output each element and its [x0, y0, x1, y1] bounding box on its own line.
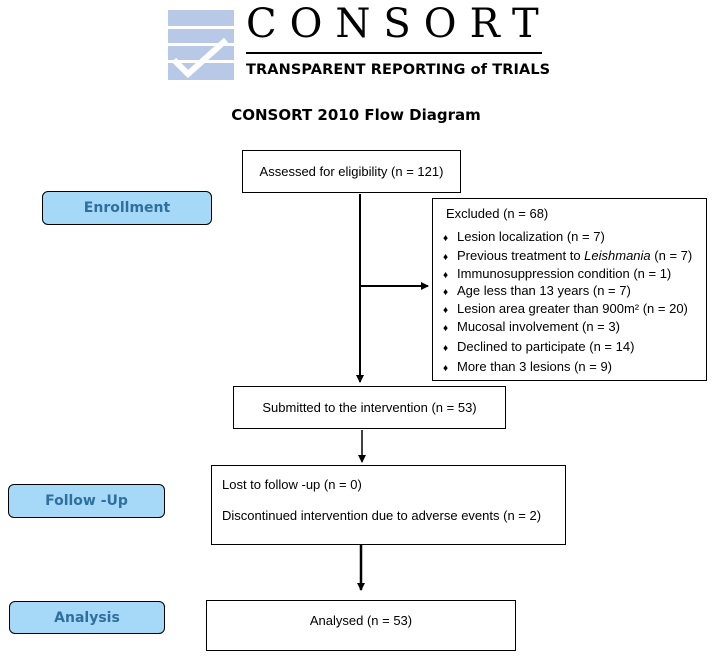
- bullet-icon: ♦: [443, 270, 449, 281]
- lost-to-follow-up: Lost to follow -up (n = 0): [222, 477, 362, 492]
- bullet-icon: ♦: [443, 287, 449, 298]
- bullet-icon: ♦: [443, 323, 449, 334]
- bullet-icon: ♦: [443, 252, 449, 263]
- discontinued-intervention: Discontinued intervention due to adverse…: [222, 508, 542, 523]
- assessed-box: Assessed for eligibility (n = 121): [242, 150, 461, 193]
- excluded-item: ♦More than 3 lesions (n = 9): [443, 359, 612, 374]
- follow-up-box: Lost to follow -up (n = 0) Discontinued …: [211, 465, 566, 545]
- consort-logo-mark: [168, 10, 234, 80]
- stage-analysis: Analysis: [9, 601, 165, 634]
- diagram-title: CONSORT 2010 Flow Diagram: [231, 106, 481, 124]
- excluded-item: ♦Age less than 13 years (n = 7): [443, 283, 631, 298]
- excluded-item: ♦Previous treatment to Leishmania (n = 7…: [443, 248, 693, 263]
- excluded-item: ♦Lesion localization (n = 7): [443, 229, 605, 244]
- excluded-item: ♦Mucosal involvement (n = 3): [443, 319, 620, 334]
- bullet-icon: ♦: [443, 363, 449, 374]
- excluded-item: ♦Lesion area greater than 900m² (n = 20): [443, 301, 688, 316]
- excluded-box: Excluded (n = 68) ♦Lesion localization (…: [432, 198, 707, 381]
- bullet-icon: ♦: [443, 233, 449, 244]
- excluded-item: ♦Declined to participate (n = 14): [443, 339, 635, 354]
- logo-rule: [246, 52, 542, 54]
- bullet-icon: ♦: [443, 305, 449, 316]
- logo-wordmark: CONSORT: [246, 1, 552, 47]
- stage-enrollment: Enrollment: [42, 191, 212, 225]
- submitted-box: Submitted to the intervention (n = 53): [233, 386, 506, 429]
- analysed-box: Analysed (n = 53): [206, 600, 516, 651]
- stage-follow-up: Follow -Up: [8, 484, 165, 518]
- bullet-icon: ♦: [443, 343, 449, 354]
- logo-tagline: TRANSPARENT REPORTING of TRIALS: [246, 62, 551, 78]
- excluded-header: Excluded (n = 68): [446, 206, 549, 221]
- excluded-item: ♦Immunosuppression condition (n = 1): [443, 266, 672, 281]
